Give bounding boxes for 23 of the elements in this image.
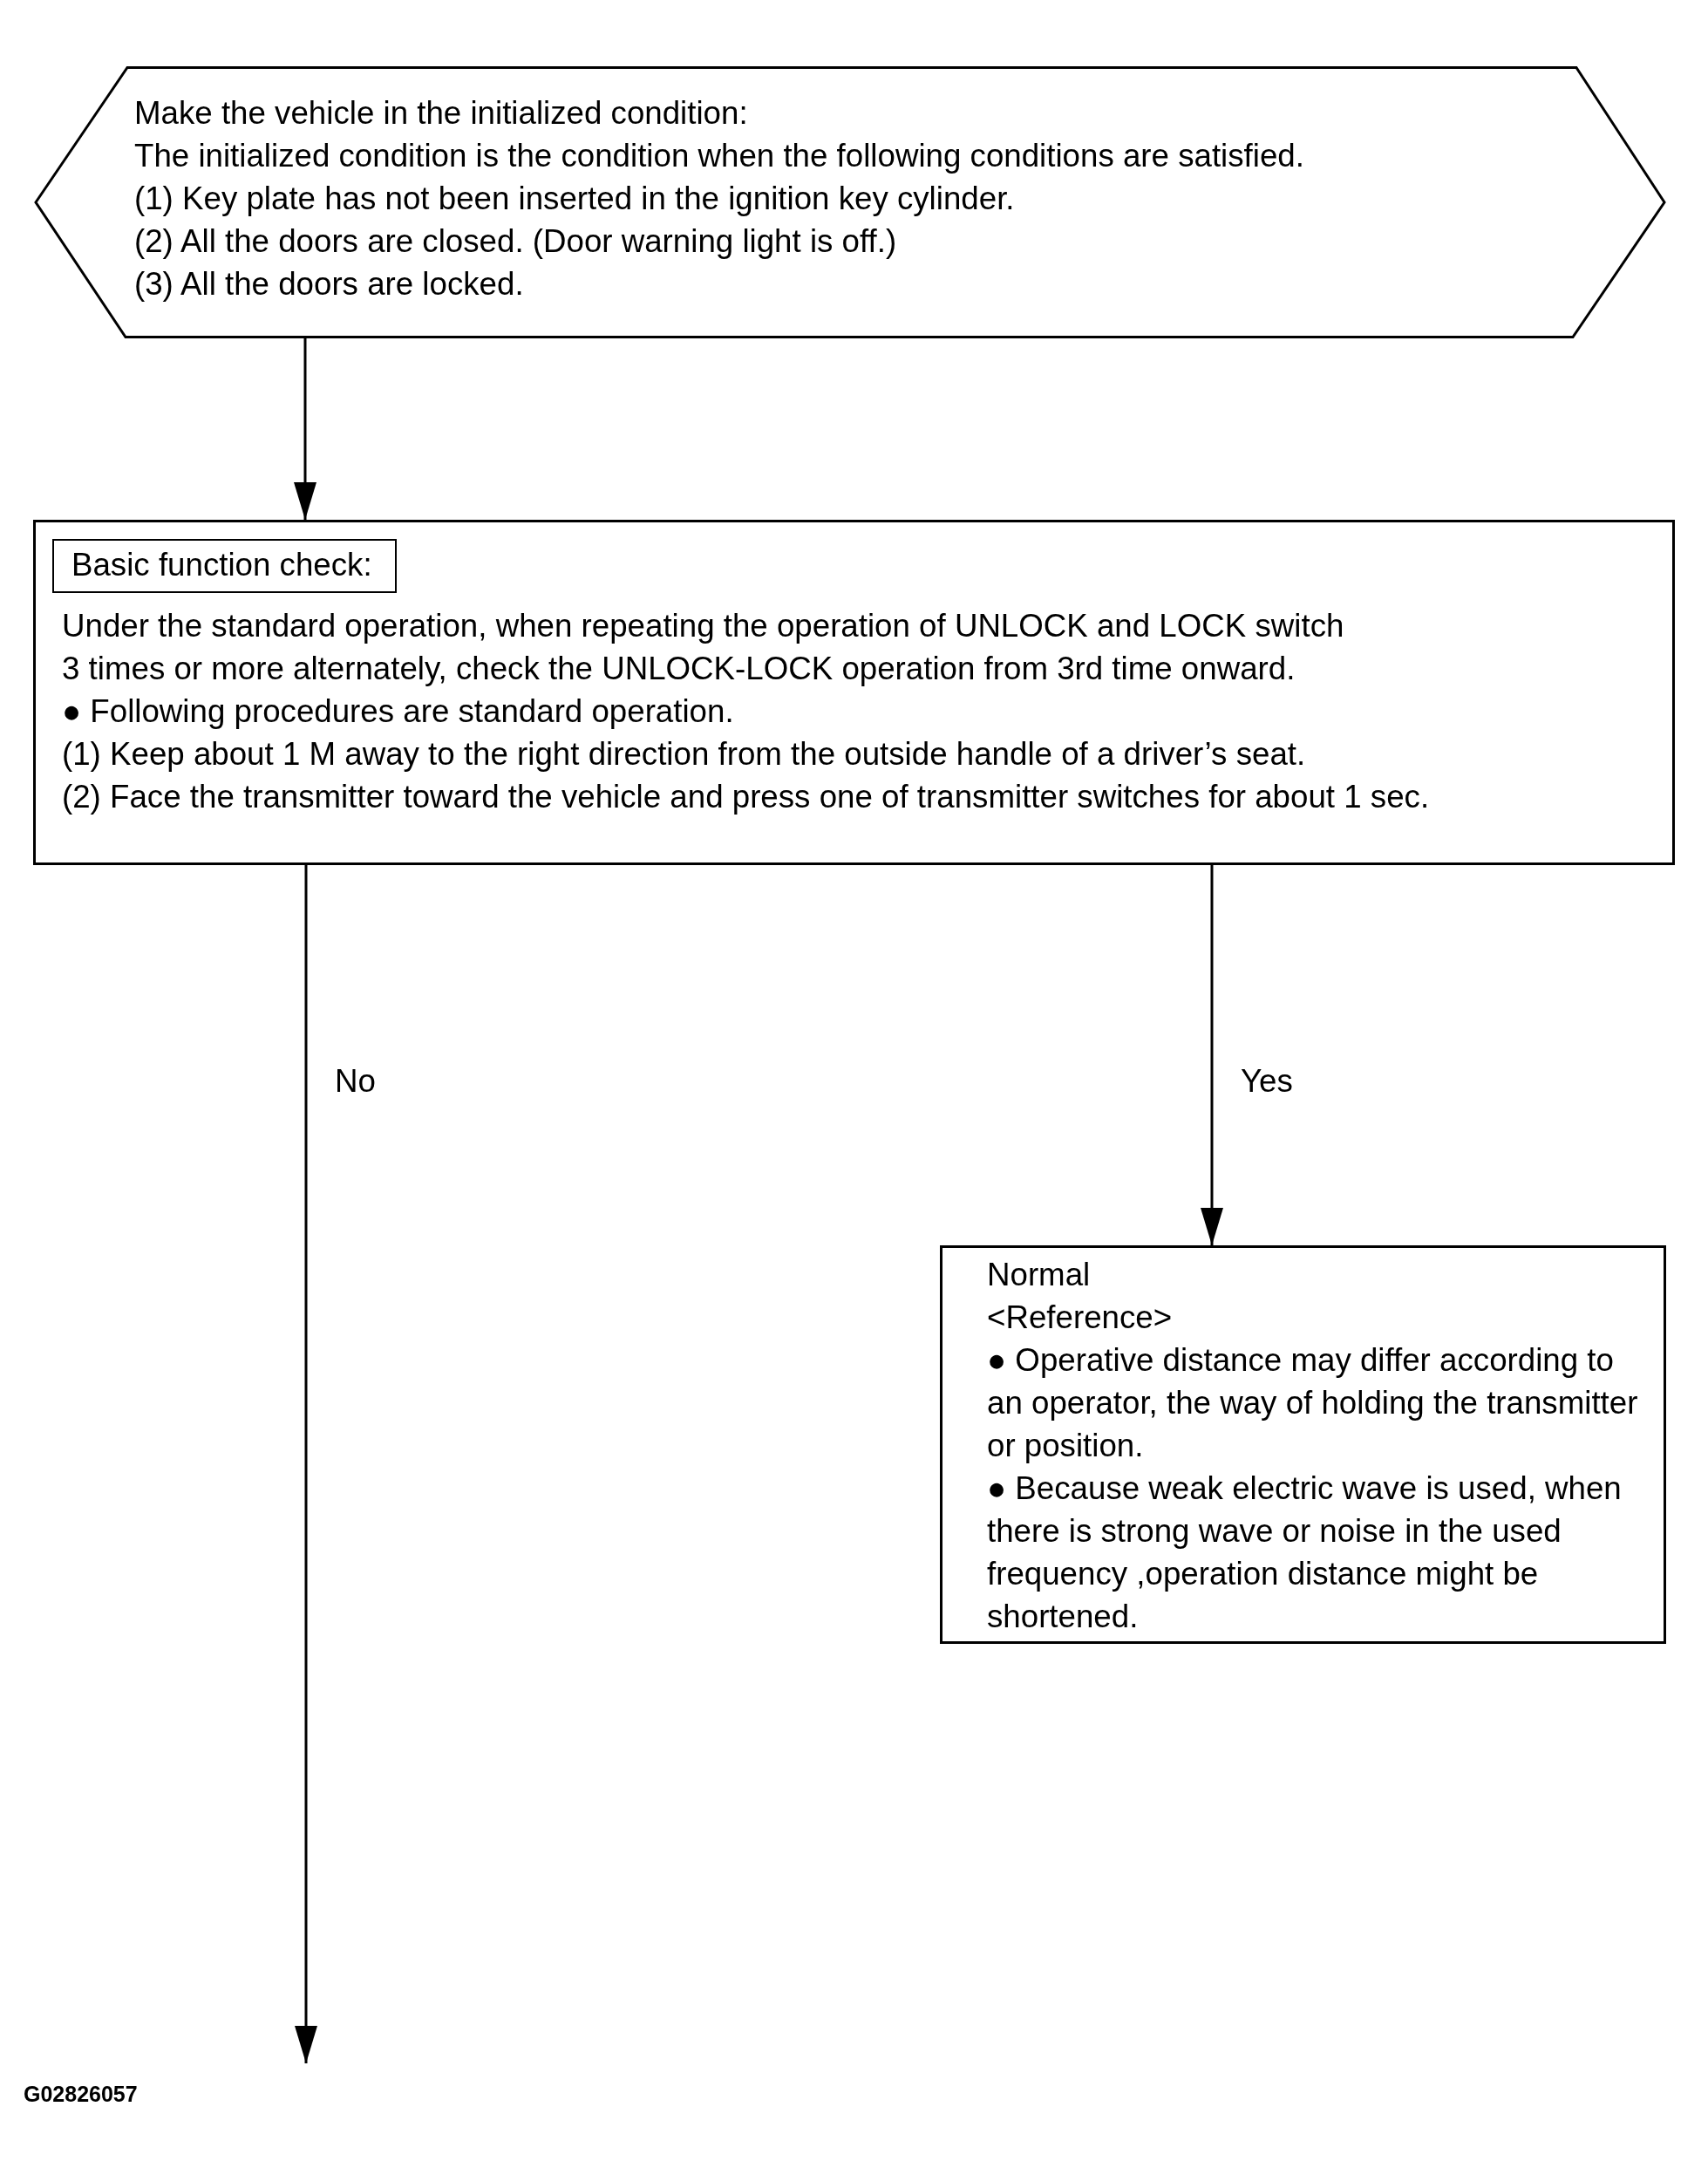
heading-box: Basic function check:	[52, 539, 397, 593]
step-text: (1) Keep about 1 M away to the right direction from the outside handle of a driver’s seat.	[62, 735, 1306, 774]
flow-arrow	[295, 865, 317, 2063]
condition-text: (1) Key plate has not been inserted in the ignition key cylinder.	[134, 180, 1015, 218]
condition-text: (2) All the doors are closed. (Door warning light is off.)	[134, 222, 897, 261]
instruction-heading: Make the vehicle in the initialized condition:	[134, 94, 748, 133]
note-text: ● Operative distance may differ according to an operator, the way of holding the transmitter or position.	[987, 1341, 1639, 1465]
condition-text: (3) All the doors are locked.	[134, 265, 524, 303]
note-text: ● Because weak electric wave is used, when there is strong wave or noise in the used frequency ,operation distance might be shortened.	[987, 1469, 1623, 1636]
edge-label: Yes	[1241, 1062, 1293, 1101]
instruction-text: The initialized condition is the condition when the following conditions are satisfied.	[134, 137, 1304, 175]
reference-heading: <Reference>	[987, 1299, 1173, 1337]
flow-arrow	[294, 338, 316, 520]
result-box	[940, 1245, 1666, 1644]
step-text: (2) Face the transmitter toward the vehicle and press one of transmitter switches for about 1 sec.	[62, 778, 1430, 816]
instruction-text: Under the standard operation, when repeating the operation of UNLOCK and LOCK switch 3 times or more alternately, check the UNLOCK-LOCK operation from 3rd time onward.	[62, 607, 1345, 688]
bullet-text: ● Following procedures are standard operation.	[62, 692, 734, 731]
figure-code: G02826057	[24, 2081, 138, 2107]
edge-label: No	[335, 1062, 376, 1101]
check-procedure-box	[33, 520, 1675, 865]
flow-arrow	[1201, 865, 1223, 1245]
preparation-hexagon	[33, 66, 1667, 338]
result-text: Normal	[987, 1256, 1091, 1294]
